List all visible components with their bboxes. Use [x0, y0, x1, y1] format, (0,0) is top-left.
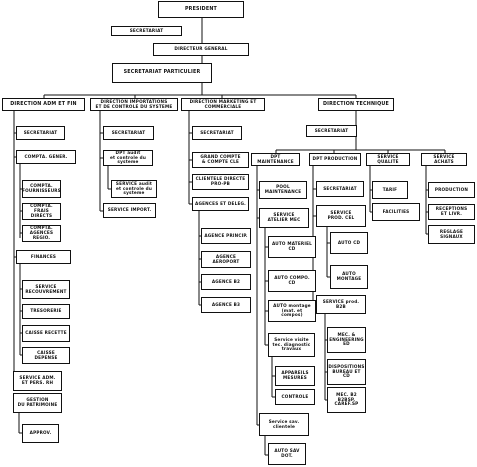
service-adm-pers-box[interactable]: SERVICE ADM. ET PERS. RH [13, 371, 62, 391]
mec-engineering-box[interactable]: MEC. & ENGINEERING ED [327, 327, 366, 353]
auto-cd-box[interactable]: AUTO CD [330, 232, 368, 254]
agence-aeroport-box[interactable]: AGENCE AEROPORT [201, 251, 251, 268]
service-audit-box[interactable]: SERVICE audit et controle du systeme [111, 180, 157, 198]
tresorerie-box[interactable]: TRESORERIE [22, 304, 70, 319]
appareils-mesures-box[interactable]: APPAREILS MESURES [275, 366, 315, 386]
controle-box[interactable]: CONTROLE [275, 389, 315, 405]
secretariat-box[interactable]: SECRETARIAT [111, 26, 182, 36]
caisse-depense-box[interactable]: CAISSE DEPENSE [22, 347, 70, 364]
auto-sav-box[interactable]: AUTO SAV DOT. [268, 443, 306, 465]
dispositions-bureau-box[interactable]: DISPOSITIONS BUREAU ET CD [327, 359, 366, 385]
compta-fournisseurs-box[interactable]: COMPTA. FOURNISSEURS [22, 180, 61, 198]
service-sav-box[interactable]: Service sav. clientele [259, 413, 309, 436]
service-achats-box[interactable]: SERVICE ACHATS [421, 153, 467, 166]
service-visite-box[interactable]: Service visite tec. diagnostic travaux [268, 333, 315, 357]
dpt-audit-box[interactable]: DPT audit et controle du systeme [103, 150, 153, 166]
auto-montage-box[interactable]: AUTO montage (mat. et compos) [268, 300, 316, 322]
dpt-production-box[interactable]: DPT PRODUCTION [309, 153, 361, 166]
agences-deleg-box[interactable]: AGENCES ET DELEG. [192, 197, 249, 211]
agence-b2-box[interactable]: AGENCE B2 [201, 274, 251, 290]
tarif-box[interactable]: TARIF [372, 181, 408, 199]
direction-adm-fin-box[interactable]: DIRECTION ADM ET FIN [2, 98, 85, 111]
receptions-box[interactable]: RECEPTIONS ET LIVR. [428, 204, 475, 220]
mec-b2-box[interactable]: MEC. B2 B2BSP. CAREF.SP [327, 387, 366, 413]
agence-princip-box[interactable]: AGENCE PRINCIP. [201, 228, 251, 244]
auto-compo-box[interactable]: AUTO COMPO. CD [268, 270, 316, 292]
service-prod-cel-box[interactable]: SERVICE PROD. CEL [316, 205, 366, 227]
facilities-box[interactable]: FACILITIES [372, 203, 420, 221]
compta-gener-box[interactable]: COMPTA. GENER. [16, 150, 76, 164]
tech-secretariat-box[interactable]: SECRETARIAT [306, 125, 357, 137]
adm-secretariat-box[interactable]: SECRETARIAT [16, 126, 65, 140]
directeur-general-box[interactable]: DIRECTEUR GENERAL [153, 43, 249, 56]
secretariat-particulier-box[interactable]: SECRETARIAT PARTICULIER [112, 63, 212, 83]
mkt-secretariat-box[interactable]: SECRETARIAT [192, 126, 242, 140]
dpt-maintenance-box[interactable]: DPT MAINTENANCE [251, 153, 300, 166]
direction-technique-box[interactable]: DIRECTION TECHNIQUE [318, 98, 394, 111]
service-import-box[interactable]: SERVICE IMPORT. [103, 203, 156, 218]
gestion-patrimoine-box[interactable]: GESTION DU PATRIMOINE [13, 393, 62, 413]
service-recouvrement-box[interactable]: SERVICE RECOUVREMENT [22, 280, 70, 299]
approv-box[interactable]: APPROV. [22, 424, 59, 443]
prod-secretariat-box[interactable]: SECRETARIAT [316, 181, 364, 197]
grand-compte-box[interactable]: GRAND COMPTE & COMPTE CLE [192, 152, 249, 168]
reglage-signaux-box[interactable]: REGLAGE SIGNAUX [428, 225, 475, 244]
service-qualite-box[interactable]: SERVICE QUALITE [366, 153, 410, 166]
compta-agences-box[interactable]: COMPTA. AGENCES REGIO. [22, 225, 61, 242]
direction-importations-box[interactable]: DIRECTION IMPORTATIONS ET DE CONTROLE DU… [90, 98, 178, 111]
service-prod-b2b-box[interactable]: SERVICE prod. B2B [316, 295, 366, 314]
pool-maintenance-box[interactable]: POOL MAINTENANCE [259, 181, 307, 199]
auto-materiel-box[interactable]: AUTO MATERIEL CD [268, 236, 316, 258]
production-box[interactable]: PRODUCTION [428, 182, 475, 198]
caisse-recette-box[interactable]: CAISSE RECETTE [22, 325, 70, 342]
clientele-directe-box[interactable]: CLIENTELE DIRECTE PRO-PB [192, 174, 249, 190]
compta-frais-directs-box[interactable]: COMPTA. FRAIS DIRECTS [22, 203, 61, 220]
agence-b3-box[interactable]: AGENCE B3 [201, 297, 251, 313]
direction-marketing-box[interactable]: DIRECTION MARKETING ET COMMERCIALE [181, 98, 265, 111]
auto-montage-production-box[interactable]: AUTO MONTAGE [330, 265, 368, 289]
finances-box[interactable]: FINANCES [16, 250, 71, 264]
president-box[interactable]: PRESIDENT [158, 1, 244, 18]
service-atelier-box[interactable]: SERVICE ATELIER MEC [259, 208, 309, 228]
imp-secretariat-box[interactable]: SECRETARIAT [103, 126, 154, 140]
